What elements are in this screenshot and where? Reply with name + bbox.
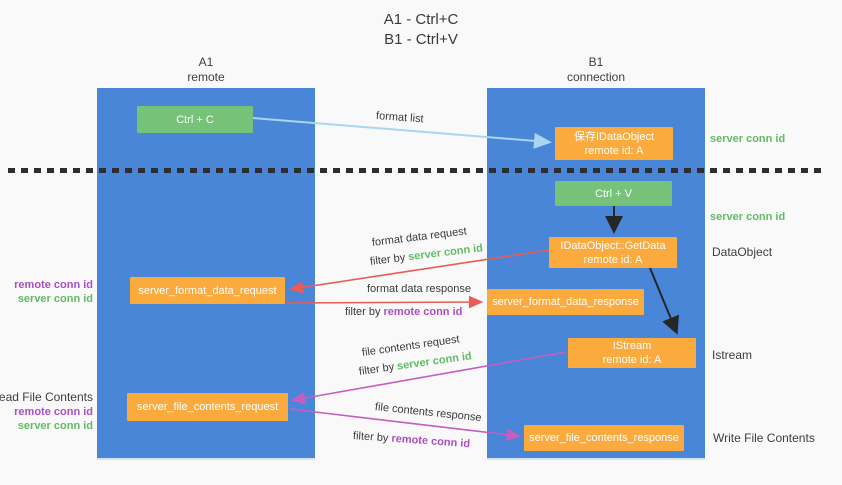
right-header-name: B1 xyxy=(588,55,604,69)
ctrl-v-box: Ctrl + V xyxy=(555,181,672,206)
left-read-file-contents-label: Read File Contents xyxy=(0,390,93,404)
ctrl-c-label: Ctrl + C xyxy=(176,113,214,126)
server-conn-id-inline-1: server conn id xyxy=(407,242,484,264)
server-file-contents-request-box: server_file_contents_request xyxy=(127,393,288,421)
filter-by-remote-conn-1: filter by remote conn id xyxy=(345,306,462,318)
right-column-header: B1 connection xyxy=(487,55,705,85)
file-contents-response-label: file contents response xyxy=(374,401,483,425)
left-server-conn-id-1: server conn id xyxy=(17,293,93,305)
istream-line1: IStream xyxy=(612,340,652,352)
right-header-role: connection xyxy=(566,70,626,84)
server-conn-id-inline-2: server conn id xyxy=(396,350,473,373)
arrow-format-data-response xyxy=(285,295,484,309)
filter-by-text-4: filter by xyxy=(352,430,392,445)
right-write-file-contents-label: Write File Contents xyxy=(713,431,815,445)
left-remote-conn-id-2: remote conn id xyxy=(14,406,93,418)
server-file-contents-response-box: server_file_contents_response xyxy=(524,425,684,451)
istream-box: IStream remote id: A xyxy=(568,338,696,368)
remote-conn-id-inline-1: remote conn id xyxy=(383,306,463,318)
server-file-contents-request-label: server_file_contents_request xyxy=(136,401,279,413)
format-list-label: format list xyxy=(375,110,424,126)
left-header-name: A1 xyxy=(198,55,214,69)
format-data-response-label: format data response xyxy=(367,283,471,295)
right-istream-label: Istream xyxy=(712,348,753,362)
ctrl-v-label: Ctrl + V xyxy=(595,187,632,200)
ctrl-c-box: Ctrl + C xyxy=(137,106,253,133)
filter-by-remote-conn-2: filter by remote conn id xyxy=(353,430,471,450)
idataobject-getdata-line2: remote id: A xyxy=(583,253,643,266)
filter-by-text-2: filter by xyxy=(345,306,384,318)
left-server-conn-id-2: server conn id xyxy=(17,420,93,432)
server-format-data-request-label: server_format_data_request xyxy=(138,284,277,297)
save-idataobject-line2: remote id: A xyxy=(584,144,644,157)
istream-line2: remote id: A xyxy=(602,354,662,366)
server-format-data-response-label: server_format_data_response xyxy=(492,296,639,308)
right-dataobject-label: DataObject xyxy=(712,245,773,259)
right-server-conn-id-2: server conn id xyxy=(710,211,786,223)
idataobject-getdata-box: IDataObject::GetData remote id: A xyxy=(549,237,677,268)
server-file-contents-response-label: server_file_contents_response xyxy=(529,432,679,444)
dotted-separator xyxy=(8,168,824,173)
filter-by-text-1: filter by xyxy=(369,251,409,268)
diagram-title: A1 - Ctrl+C B1 - Ctrl+V xyxy=(0,10,842,50)
left-header-role: remote xyxy=(187,70,225,84)
right-server-conn-id-1: server conn id xyxy=(710,133,786,145)
save-idataobject-box: 保存IDataObject remote id: A xyxy=(555,127,673,160)
left-remote-conn-id-1: remote conn id xyxy=(14,279,93,291)
idataobject-getdata-line1: IDataObject::GetData xyxy=(560,239,666,252)
filter-by-text-3: filter by xyxy=(358,360,398,378)
left-column-header: A1 remote xyxy=(97,55,315,85)
server-format-data-response-box: server_format_data_response xyxy=(487,289,644,315)
server-format-data-request-box: server_format_data_request xyxy=(130,277,285,304)
remote-conn-id-inline-2: remote conn id xyxy=(391,432,471,451)
title-line-1: A1 - Ctrl+C xyxy=(383,11,459,28)
save-idataobject-line1: 保存IDataObject xyxy=(573,130,655,143)
title-line-2: B1 - Ctrl+V xyxy=(384,31,458,48)
